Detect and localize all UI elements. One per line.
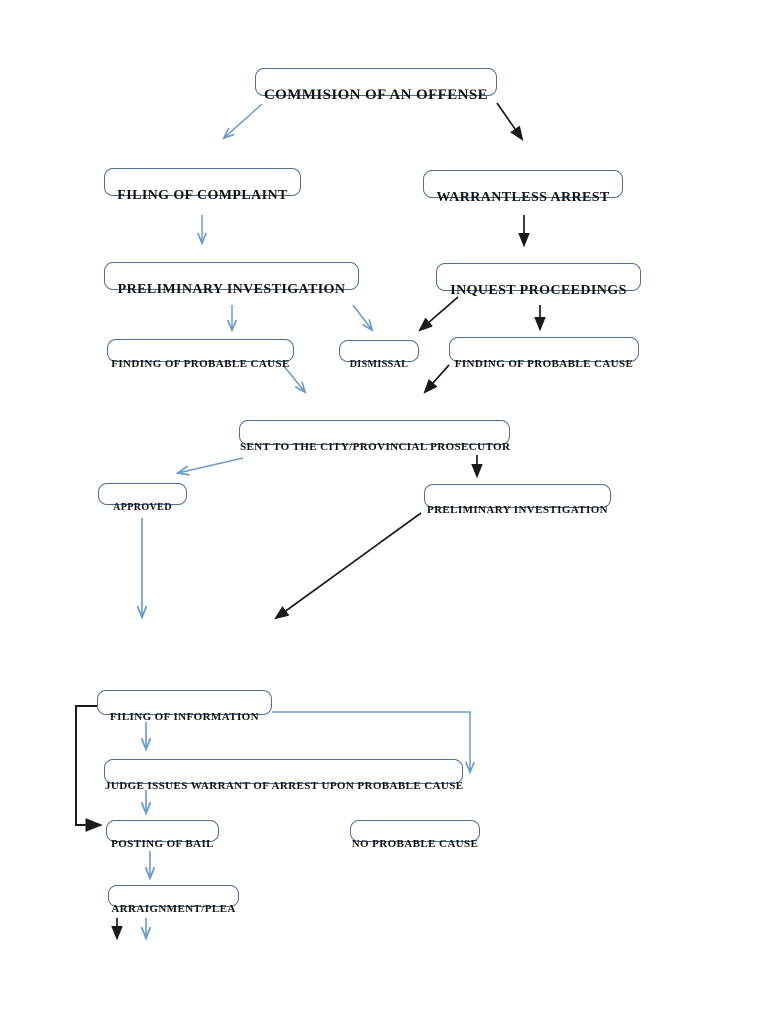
connector-fpc-right-to-sent [425,364,450,392]
node-label: DISMISSAL [349,359,409,370]
node-arraignment-plea[interactable]: ARRAIGNMENT/PLEA [108,885,239,915]
connector-sent-to-approved [178,457,244,473]
node-label: FILING OF INFORMATION [110,711,259,723]
node-label: FILING OF COMPLAINT [117,188,288,203]
node-label: FINDING OF PROBABLE CAUSE [111,358,290,370]
connector-filing-info-elbow-left [75,705,100,825]
connector-filing-info-elbow-right [272,711,470,772]
node-filing-of-complaint[interactable]: FILING OF COMPLAINT [104,168,301,203]
node-judge-issues-warrant-of-arrest[interactable]: JUDGE ISSUES WARRANT OF ARREST UPON PROB… [104,759,463,792]
connector-inquest-to-dismissal [420,296,459,330]
node-approved[interactable]: APPROVED [98,483,187,513]
node-sent-to-city-provincial-prosecutor[interactable]: SENT TO THE CITY/PROVINCIAL PROSECUTOR [239,420,510,453]
node-label: PRELIMINARY INVESTIGATION [117,282,346,297]
node-label: WARRANTLESS ARREST [436,190,610,205]
node-dismissal[interactable]: DISMISSAL [339,340,419,370]
node-label: JUDGE ISSUES WARRANT OF ARREST UPON PROB… [105,780,464,792]
node-finding-of-probable-cause-right[interactable]: FINDING OF PROBABLE CAUSE [449,337,639,370]
node-label: NO PROBABLE CAUSE [351,838,479,850]
node-label: ARRAIGNMENT/PLEA [111,903,236,915]
node-warrantless-arrest[interactable]: WARRANTLESS ARREST [423,170,623,205]
connector-prelim-to-dismissal [352,304,372,330]
node-preliminary-investigation-2[interactable]: PRELIMINARY INVESTIGATION [424,484,611,516]
node-posting-of-bail[interactable]: POSTING OF BAIL [106,820,219,850]
node-commision-of-an-offense[interactable]: COMMISION OF AN OFFENSE [255,68,497,103]
node-filing-of-information[interactable]: FILING OF INFORMATION [97,690,272,723]
connector-commision-to-warrantless [496,102,522,139]
node-label: COMMISION OF AN OFFENSE [263,87,489,103]
connector-prelim-2-to-filing-info [276,512,422,618]
node-inquest-proceedings[interactable]: INQUEST PROCEEDINGS [436,263,641,298]
node-label: FINDING OF PROBABLE CAUSE [454,358,634,370]
node-label: PRELIMINARY INVESTIGATION [426,504,609,516]
connector-commision-to-filing [224,103,263,138]
node-no-probable-cause[interactable]: NO PROBABLE CAUSE [350,820,480,850]
node-label: SENT TO THE CITY/PROVINCIAL PROSECUTOR [240,441,511,453]
node-finding-of-probable-cause-left[interactable]: FINDING OF PROBABLE CAUSE [107,339,294,370]
node-label: POSTING OF BAIL [111,838,214,850]
node-label: INQUEST PROCEEDINGS [450,283,627,298]
connector-fpc-left-to-sent [282,364,305,392]
node-label: APPROVED [113,502,172,513]
node-preliminary-investigation-1[interactable]: PRELIMINARY INVESTIGATION [104,262,359,297]
